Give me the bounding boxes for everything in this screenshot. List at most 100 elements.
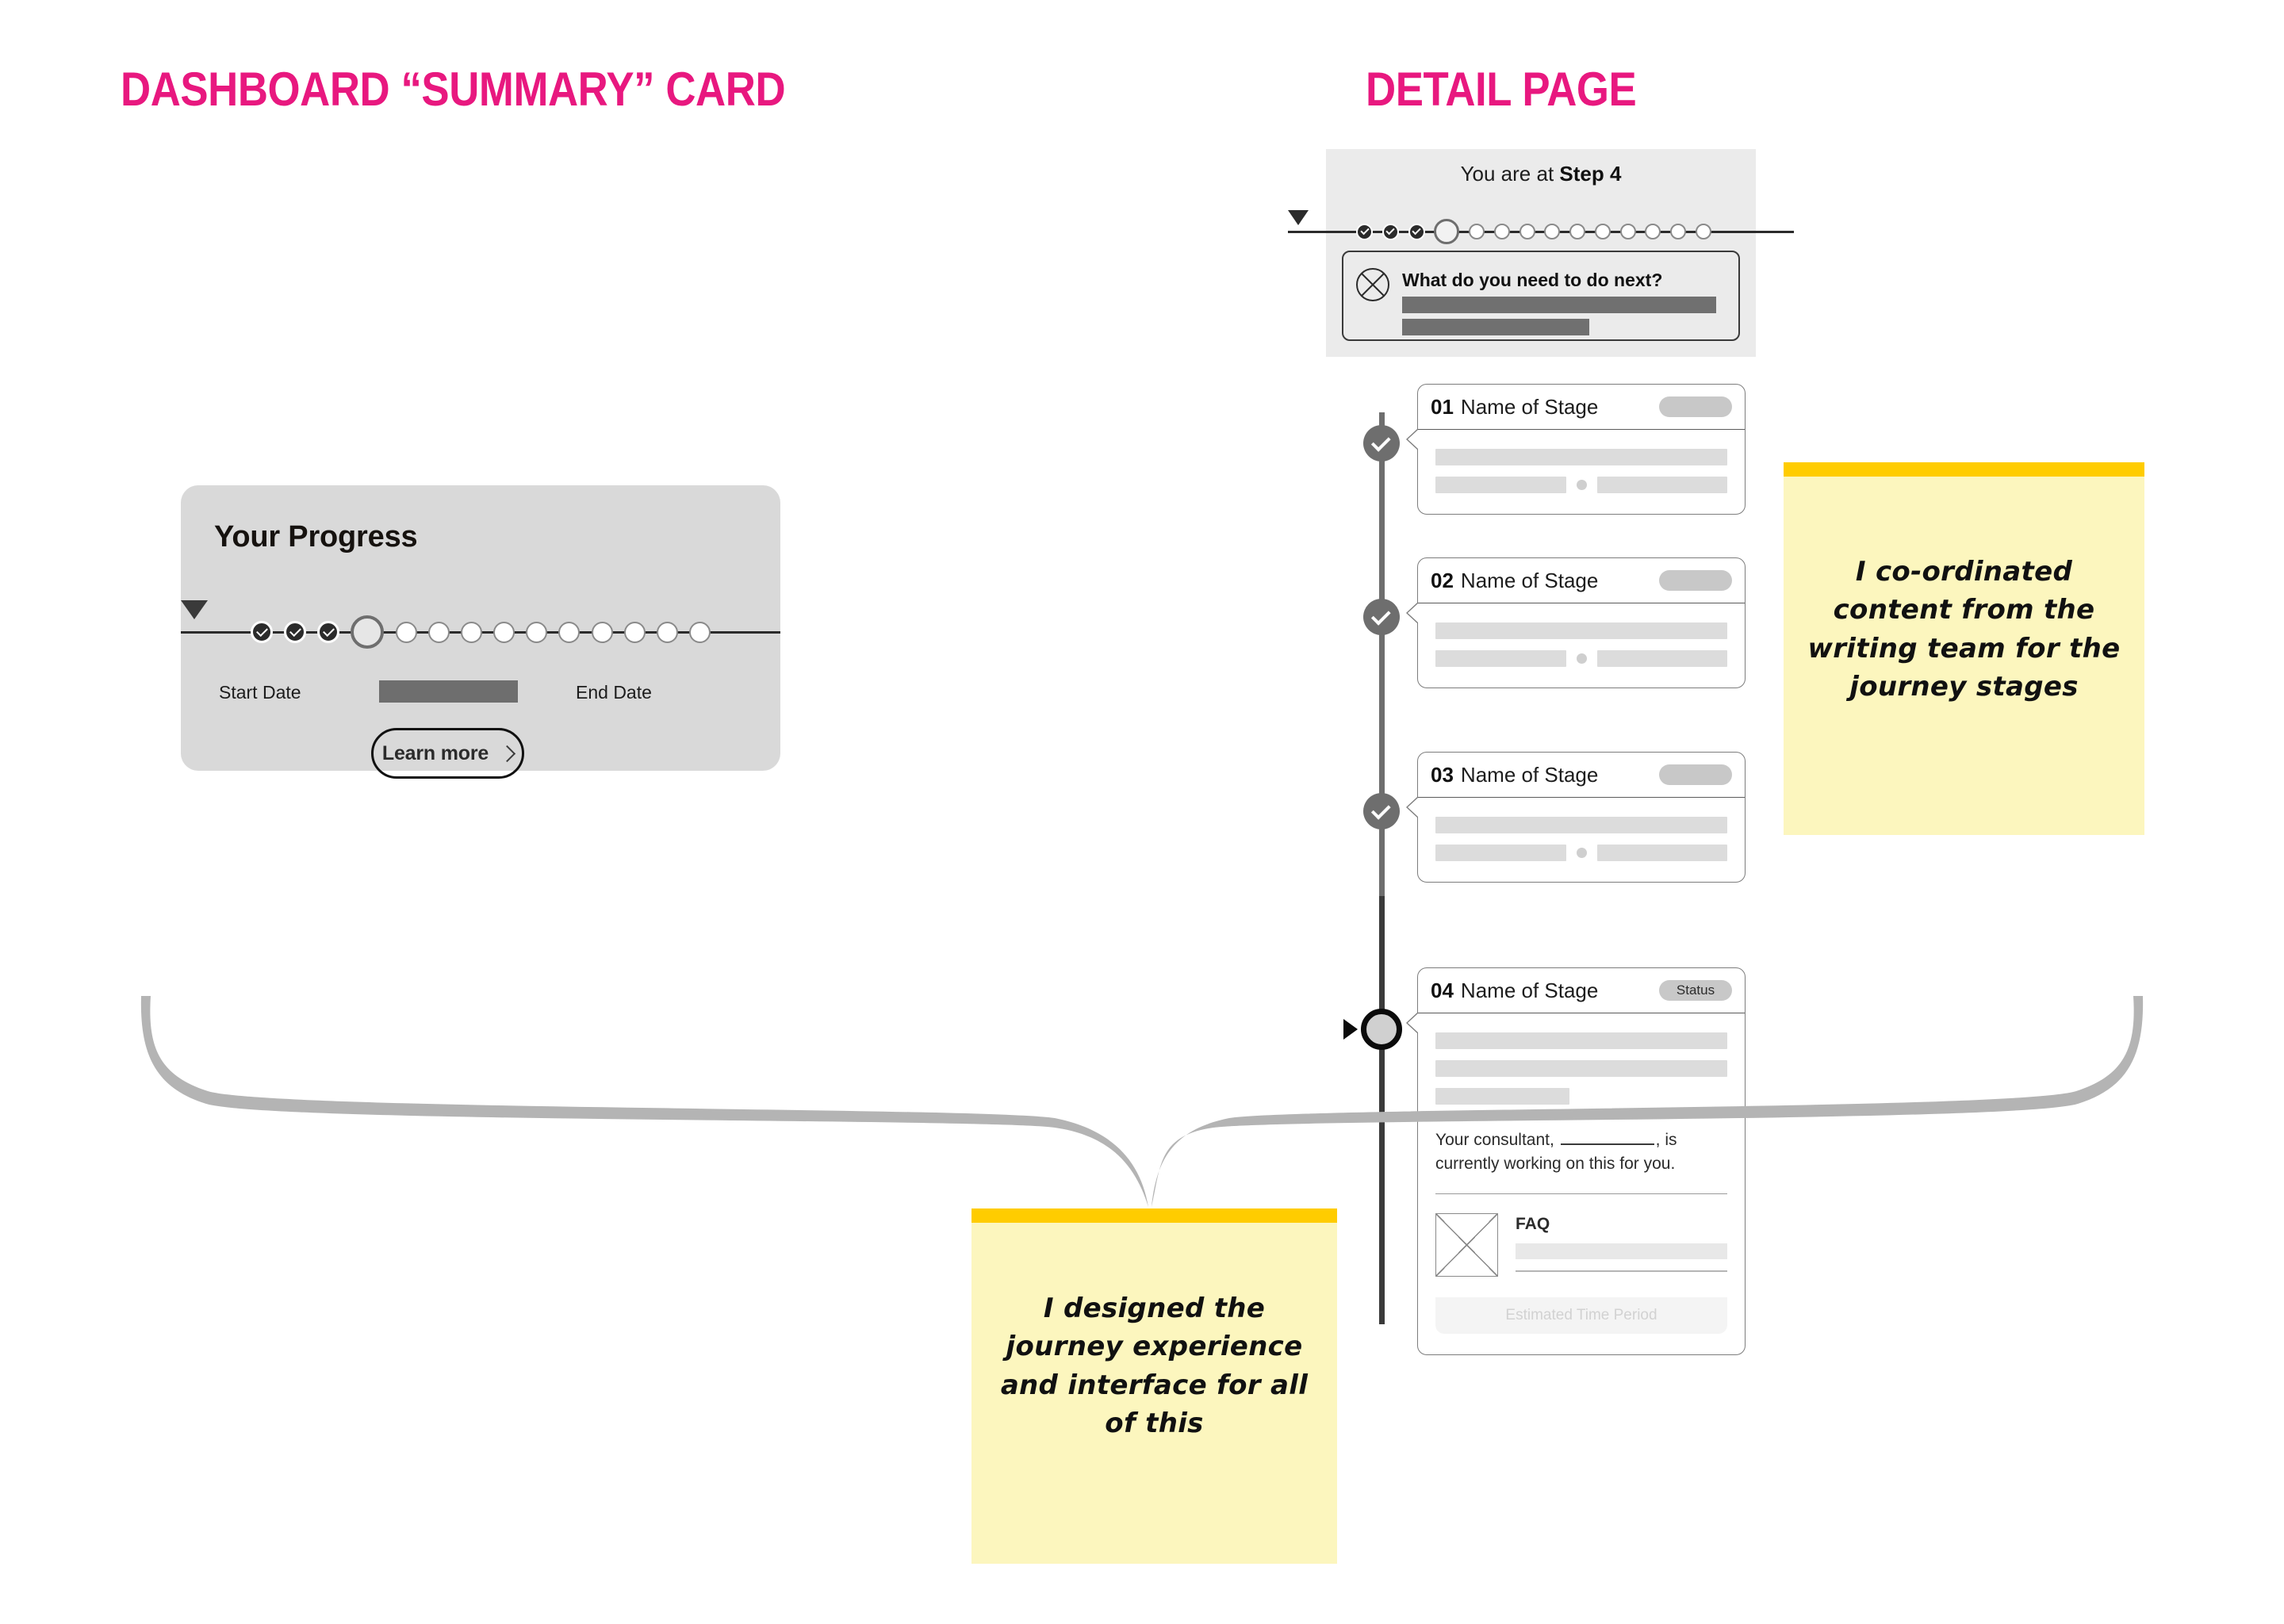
- sticky-note-text: I designed the journey experience and in…: [1000, 1293, 1309, 1439]
- content-bar: [1435, 845, 1566, 861]
- sticky-note-topbar: [1784, 462, 2144, 477]
- faq-section[interactable]: FAQ: [1435, 1213, 1727, 1277]
- content-bar: [1596, 650, 1727, 667]
- status-badge: [1659, 570, 1732, 591]
- separator-dot-icon: [1576, 653, 1587, 664]
- progress-dots: [1356, 211, 1711, 252]
- progress-dot-complete-3[interactable]: [317, 621, 340, 643]
- consultant-name-blank: [1560, 1132, 1654, 1145]
- content-bar: [1435, 477, 1566, 493]
- progress-dot-todo-8[interactable]: [493, 621, 515, 643]
- progress-dot-todo-6[interactable]: [427, 621, 450, 643]
- current-stage-arrow-icon: [1343, 1019, 1358, 1040]
- summary-card: Your Progress Start Date E: [181, 485, 780, 779]
- sticky-note-right: I co-ordinated content from the writing …: [1784, 462, 2144, 835]
- next-action-title: What do you need to do next?: [1402, 270, 1663, 290]
- chevron-right-icon: [498, 745, 516, 762]
- current-step-text: You are at Step 4: [1326, 162, 1756, 186]
- progress-dot-todo-8[interactable]: [1544, 224, 1561, 239]
- stage-card-header: 04 Name of Stage Status: [1418, 968, 1745, 1013]
- stage-card-03[interactable]: 03 Name of Stage: [1406, 752, 1746, 883]
- content-bar: [1435, 1088, 1570, 1105]
- sticky-note-bottom: I designed the journey experience and in…: [971, 1208, 1337, 1564]
- content-bar: [1435, 449, 1727, 465]
- faq-divider: [1516, 1270, 1727, 1272]
- progress-dot-todo-14[interactable]: [689, 621, 711, 643]
- progress-dot-todo-7[interactable]: [460, 621, 482, 643]
- content-bar: [1435, 817, 1727, 833]
- check-icon: [1370, 605, 1391, 626]
- timeline-marker-02[interactable]: [1363, 599, 1400, 635]
- progress-dot-todo-10[interactable]: [558, 621, 581, 643]
- stage-number: 02: [1431, 568, 1454, 592]
- estimated-time-footer: Estimated Time Period: [1435, 1297, 1727, 1335]
- progress-dot-todo-9[interactable]: [526, 621, 548, 643]
- progress-dot-complete-2[interactable]: [284, 621, 307, 643]
- progress-dot-todo-13[interactable]: [1670, 224, 1687, 239]
- progress-dot-todo-10[interactable]: [1594, 224, 1611, 239]
- sticky-note-text: I co-ordinated content from the writing …: [1807, 556, 2121, 703]
- stage-card-body: [1418, 603, 1745, 688]
- progress-dot-todo-11[interactable]: [591, 621, 613, 643]
- separator-dot-icon: [1576, 480, 1587, 490]
- progress-dot-current[interactable]: [351, 615, 385, 649]
- learn-more-button[interactable]: Learn more: [371, 728, 524, 779]
- next-action-bar-2: [1402, 319, 1589, 335]
- timeline-marker-03[interactable]: [1363, 793, 1400, 829]
- stage-number: 01: [1431, 394, 1454, 419]
- content-bar: [1435, 1032, 1727, 1049]
- content-bar: [1596, 477, 1727, 493]
- progress-dot-todo-13[interactable]: [656, 621, 678, 643]
- consultant-text-before: Your consultant,: [1435, 1131, 1559, 1149]
- start-date-label: Start Date: [219, 682, 301, 703]
- content-bar: [1435, 1060, 1727, 1077]
- progress-dot-todo-5[interactable]: [395, 621, 417, 643]
- stage-name: Name of Stage: [1460, 762, 1599, 787]
- progress-dot-todo-9[interactable]: [1569, 224, 1586, 239]
- progress-dot-complete-2[interactable]: [1382, 223, 1399, 240]
- progress-dot-complete-1[interactable]: [1356, 223, 1373, 240]
- current-step-prefix: You are at: [1460, 162, 1560, 186]
- progress-dot-current[interactable]: [1434, 219, 1460, 244]
- sticky-note-topbar: [971, 1208, 1337, 1223]
- card-pointer-tail: [1408, 1013, 1418, 1032]
- progress-dots: [251, 600, 711, 664]
- image-placeholder-circle-icon: [1356, 268, 1389, 301]
- progress-dot-todo-14[interactable]: [1695, 224, 1711, 239]
- progress-dot-todo-12[interactable]: [1645, 224, 1661, 239]
- progress-dot-todo-6[interactable]: [1493, 224, 1510, 239]
- stage-card-body: Your consultant, , is currently working …: [1418, 1013, 1745, 1354]
- stage-number: 03: [1431, 762, 1454, 787]
- stage-card-02[interactable]: 02 Name of Stage: [1406, 557, 1746, 688]
- progress-dot-todo-5[interactable]: [1469, 224, 1485, 239]
- stage-name: Name of Stage: [1460, 978, 1599, 1002]
- summary-progress-rail: [181, 600, 780, 664]
- detail-page-header: You are at Step 4: [1288, 149, 1794, 357]
- content-bar-row: [1435, 650, 1727, 667]
- progress-dot-complete-3[interactable]: [1408, 223, 1425, 240]
- timeline-marker-04[interactable]: [1361, 1009, 1402, 1050]
- stage-card-01[interactable]: 01 Name of Stage: [1406, 384, 1746, 515]
- stage-number: 04: [1431, 978, 1454, 1002]
- consultant-text: Your consultant, , is currently working …: [1435, 1128, 1727, 1176]
- end-date-label: End Date: [576, 682, 652, 703]
- check-icon: [1370, 431, 1391, 452]
- content-bar: [1596, 845, 1727, 861]
- next-action-bar-1: [1402, 297, 1716, 313]
- stage-name: Name of Stage: [1460, 394, 1599, 419]
- next-action-box[interactable]: What do you need to do next?: [1342, 251, 1740, 341]
- progress-dot-todo-12[interactable]: [623, 621, 646, 643]
- content-bar-row: [1435, 845, 1727, 861]
- date-range-bar-placeholder: [379, 680, 518, 703]
- learn-more-label: Learn more: [381, 741, 489, 764]
- stage-card-04[interactable]: 04 Name of Stage Status Your consultant,…: [1406, 967, 1746, 1356]
- faq-heading: FAQ: [1516, 1215, 1550, 1234]
- progress-dot-todo-7[interactable]: [1519, 224, 1535, 239]
- faq-content-bar: [1516, 1243, 1727, 1260]
- separator-dot-icon: [1576, 848, 1587, 858]
- content-bar: [1435, 650, 1566, 667]
- progress-dot-todo-11[interactable]: [1619, 224, 1636, 239]
- timeline-marker-01[interactable]: [1363, 425, 1400, 462]
- progress-dot-complete-1[interactable]: [251, 621, 273, 643]
- divider: [1435, 1193, 1727, 1195]
